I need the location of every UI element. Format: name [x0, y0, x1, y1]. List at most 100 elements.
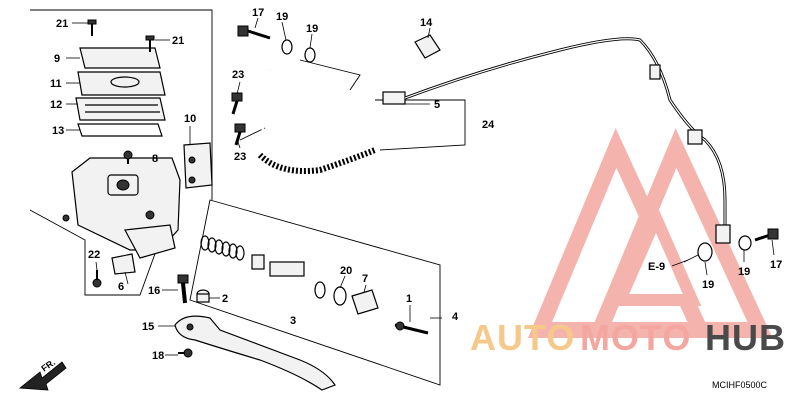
callout-1: 1 [406, 293, 412, 305]
callout-5: 5 [434, 99, 440, 111]
callout-10: 10 [184, 113, 196, 125]
part-21-screw-right [145, 35, 155, 52]
callout-9: 9 [54, 53, 60, 65]
cylinder-bolt-hole [145, 210, 155, 220]
part-21-screw-left [87, 19, 97, 36]
callout-19-right-a: 19 [702, 279, 714, 291]
callout-13: 13 [52, 125, 64, 137]
frame-lower-left [29, 209, 161, 296]
part-19-washer-right-b [738, 235, 752, 251]
callout-21-left: 21 [56, 18, 68, 30]
hose-joint-1 [649, 64, 661, 80]
frame-hose-joint [239, 127, 266, 141]
callout-4: 4 [452, 311, 459, 323]
part-22-screw [92, 270, 102, 288]
piston-body [269, 261, 305, 277]
front-direction-arrow: FR. [18, 357, 67, 391]
piston-spring [200, 235, 245, 261]
callout-6: 6 [118, 281, 124, 293]
hose-protector [257, 147, 377, 174]
callout-23-lower: 23 [234, 151, 246, 163]
part-17-bolt-top [237, 25, 271, 40]
part-14-clamp [414, 34, 441, 59]
callout-14: 14 [420, 17, 433, 29]
callout-16: 16 [148, 285, 160, 297]
leader-lines [66, 17, 775, 356]
part-12-diaphragm [75, 97, 166, 121]
part-6-switch [111, 253, 136, 275]
watermark-logo [527, 128, 773, 338]
frame-hose-top [299, 59, 361, 91]
watermark-moto: MOTO [580, 317, 691, 358]
part-19-washer-top-b [304, 47, 316, 63]
cylinder-reservoir-opening [107, 174, 139, 196]
hose-fitting [382, 91, 406, 105]
callout-24: 24 [482, 119, 495, 131]
part-15-lever [174, 315, 336, 391]
hose-joint-2 [687, 129, 703, 145]
watermark-auto: AUTO [470, 317, 575, 358]
frame-piston-kit [189, 199, 441, 386]
part-5-hose [253, 69, 406, 174]
logo-triangle-inner [610, 203, 702, 306]
part-1-push-rod [394, 321, 429, 335]
callout-11: 11 [50, 78, 62, 90]
callout-7: 7 [362, 273, 368, 285]
part-23-bolt-upper [231, 92, 243, 115]
part-19-washer-top-a [281, 39, 293, 55]
cylinder-clamp [124, 224, 176, 259]
callout-labels: 21 21 9 11 12 13 8 10 23 23 17 19 19 14 … [50, 7, 782, 362]
cylinder-small-hole [62, 214, 70, 222]
callout-17-top: 17 [252, 7, 264, 19]
drawing-code: MCIHF0500C [712, 380, 768, 390]
callout-19-top-a: 19 [276, 11, 288, 23]
hose-upper [254, 69, 386, 146]
part-9-cap [79, 47, 161, 69]
part-11-plate [77, 71, 166, 96]
part-7-boot [351, 289, 379, 315]
frame-top-left [30, 9, 213, 200]
master-cylinder-body [62, 150, 181, 259]
reference-marker: E-9 [648, 259, 689, 273]
part-17-bolt-right [754, 228, 779, 242]
part-20-circlip [333, 286, 347, 306]
callout-15: 15 [142, 321, 154, 333]
part-3-piston-kit [200, 235, 326, 299]
reference-e9: E-9 [648, 261, 665, 273]
callout-19-top-b: 19 [306, 23, 318, 35]
callout-12: 12 [50, 99, 62, 111]
part-2-collar [196, 289, 210, 303]
holder-block [183, 142, 213, 189]
part-19-washer-right-a [697, 242, 713, 262]
piston-seal [314, 281, 326, 299]
callout-20: 20 [340, 265, 352, 277]
callout-3: 3 [290, 315, 296, 327]
piston-cup [251, 254, 265, 270]
callout-21-right: 21 [172, 35, 184, 47]
part-8-screw [123, 150, 133, 164]
part-11-plate-hole [110, 76, 140, 88]
callout-19-right-b: 19 [738, 266, 750, 278]
frame-hose-bracket [375, 99, 466, 151]
part-10-holder [183, 142, 213, 189]
callout-18: 18 [152, 350, 164, 362]
arrow-icon [18, 361, 67, 391]
cylinder-port [116, 179, 130, 191]
callout-2: 2 [222, 293, 228, 305]
part-13-gasket [77, 123, 163, 137]
callout-22: 22 [88, 249, 100, 261]
part-24-long-hose [404, 37, 731, 244]
watermark-hub: HUB [705, 317, 786, 358]
part-18-bolt [178, 348, 193, 358]
part-16-pivot-bolt [177, 274, 189, 304]
hose-end-fitting [715, 224, 731, 244]
assembly-frames [29, 9, 466, 386]
part-23-bolt-lower [234, 123, 246, 146]
reservoir-cap-assembly [75, 19, 166, 137]
watermark-text: AUTO MOTO HUB [470, 317, 786, 358]
callout-8: 8 [152, 153, 158, 165]
callout-23-upper: 23 [232, 69, 244, 81]
callout-17-right: 17 [770, 259, 782, 271]
